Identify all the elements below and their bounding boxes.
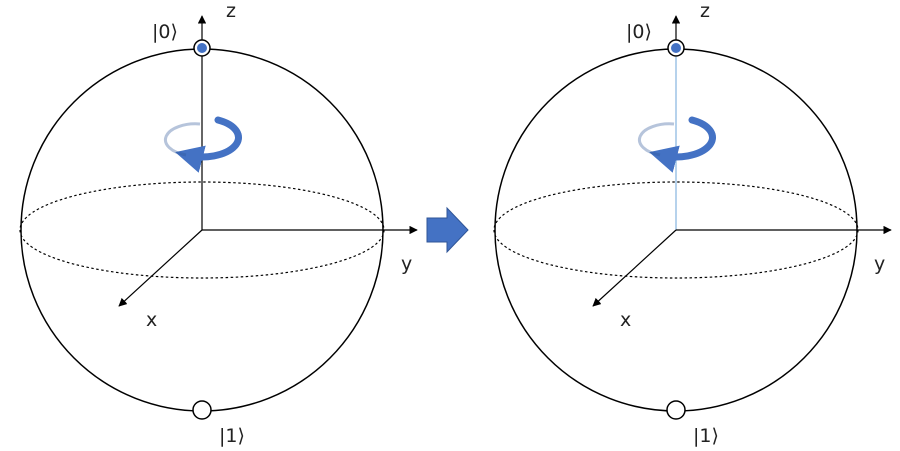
x-axis-label: x (146, 309, 157, 331)
y-axis-label: y (874, 253, 885, 275)
state-one-marker (192, 400, 212, 420)
y-axis-label: y (401, 253, 412, 275)
state-zero-label: |0⟩ (152, 21, 178, 43)
z-axis-label: z (226, 0, 236, 22)
state-one-label: |1⟩ (219, 425, 245, 447)
state-one-label: |1⟩ (693, 425, 719, 447)
x-axis-label: x (620, 309, 631, 331)
z-axis-label: z (700, 0, 710, 22)
right-arrow-icon (426, 206, 469, 254)
x-axis (118, 229, 203, 307)
rotation-arrows-icon (164, 116, 242, 173)
state-zero-label: |0⟩ (626, 21, 652, 43)
state-zero-marker (193, 39, 211, 57)
bloch-sphere-right: z y x |0⟩ |1⟩ (493, 0, 892, 447)
state-zero-marker (667, 39, 685, 57)
rotation-arrows-icon (638, 116, 716, 173)
x-axis (592, 229, 677, 307)
state-one-marker (666, 400, 686, 420)
bloch-sphere-left: z y x |0⟩ |1⟩ (19, 0, 418, 447)
